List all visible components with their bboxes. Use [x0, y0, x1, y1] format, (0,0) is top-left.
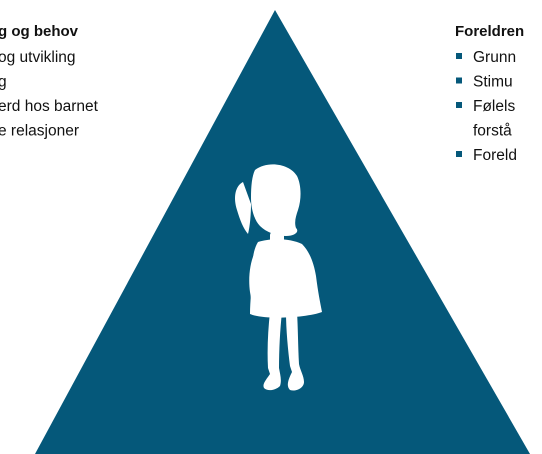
bullet-square — [456, 77, 462, 84]
left-panel-title: g og behov — [0, 23, 79, 40]
left-panel-line: og utvikling — [0, 49, 76, 66]
right-panel-item-text: Stimu — [473, 74, 513, 91]
left-panel-line: e relasjoner — [0, 123, 79, 140]
right-panel-title: Foreldren — [455, 23, 524, 40]
right-panel-item-text: Foreld — [473, 147, 517, 164]
child-silhouette-icon — [235, 164, 322, 391]
left-panel-line: erd hos barnet — [0, 98, 99, 115]
bullet-square — [456, 53, 462, 59]
bullet-square — [456, 102, 462, 108]
right-panel-item-text: Grunn — [473, 49, 516, 66]
bullet-square — [456, 151, 462, 157]
right-panel-item-text: forstå — [473, 123, 512, 140]
left-panel-line: g — [0, 74, 7, 91]
right-panel-item-text: Følels — [473, 98, 515, 115]
